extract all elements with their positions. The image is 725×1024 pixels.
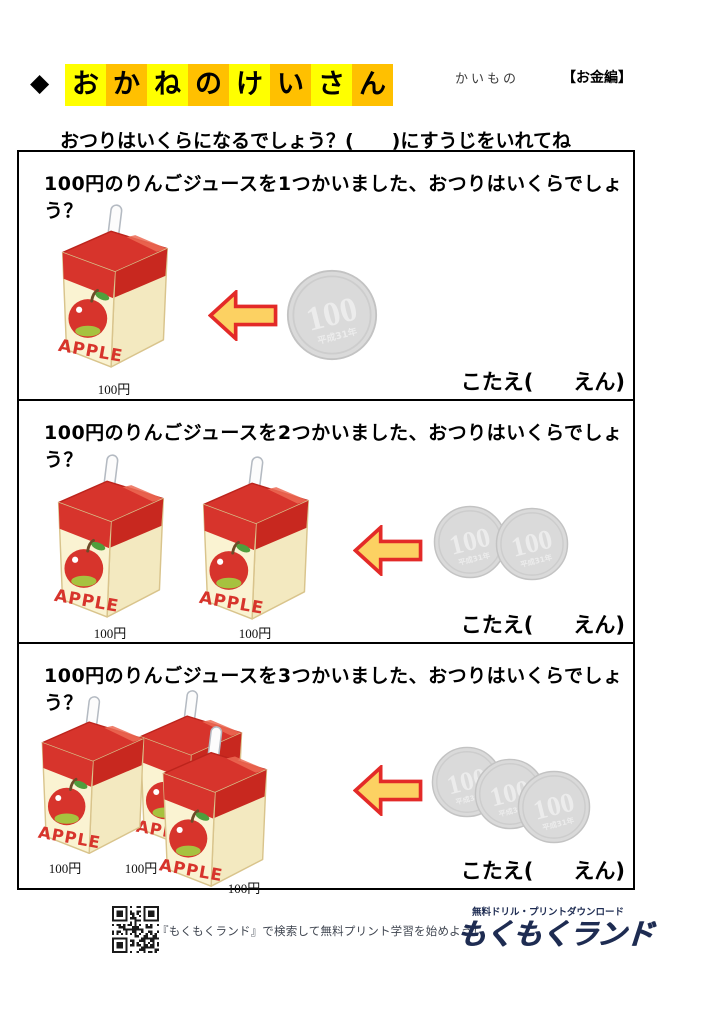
answer-prefix: こたえ(: [460, 613, 534, 637]
answer-suffix: えん): [573, 613, 625, 637]
coin-100-yen: [517, 770, 591, 844]
answer-prefix: こたえ(: [460, 859, 534, 883]
apple-juice-box: [196, 455, 310, 621]
left-arrow-icon: [208, 290, 278, 341]
coin-100-yen: [286, 269, 378, 361]
problem-section-1: 100円のりんごジュースを1つかいました、おつりはいくらでしょう？ 100円 こ…: [19, 152, 633, 399]
left-arrow-icon: [353, 525, 423, 576]
logo-subtext: 無料ドリル・プリントダウンロード: [472, 907, 625, 918]
title-char-block: ね: [147, 64, 188, 106]
price-label: 100円: [227, 881, 261, 896]
question-text: 100円のりんごジュースを2つかいました、おつりはいくらでしょう？: [44, 422, 623, 471]
title-char-block: け: [229, 64, 270, 106]
problem-section-2: 100円のりんごジュースを2つかいました、おつりはいくらでしょう？ 100円 1…: [19, 399, 633, 642]
question-text: 100円のりんごジュースを1つかいました、おつりはいくらでしょう？: [44, 173, 623, 222]
diamond-bullet-icon: ◆: [30, 68, 50, 97]
question-text: 100円のりんごジュースを3つかいました、おつりはいくらでしょう？: [44, 665, 623, 714]
title-char-block: か: [106, 64, 147, 106]
instruction-text: おつりはいくらになるでしょう？( )にすうじをいれてね: [60, 130, 571, 152]
edition-label: 【お金編】: [562, 70, 632, 86]
apple-juice-box: [156, 724, 268, 888]
worksheet-title: お か ね の け い さ ん: [65, 64, 393, 106]
price-label: 100円: [238, 626, 272, 641]
coin-100-yen: [495, 507, 569, 581]
answer-suffix: えん): [573, 370, 625, 394]
left-arrow-icon: [353, 765, 423, 816]
title-char-block: ん: [352, 64, 393, 106]
apple-juice-box: [35, 694, 145, 855]
price-label: 100円: [93, 626, 127, 641]
category-label: かいもの: [455, 71, 520, 86]
qr-code: [112, 906, 159, 953]
title-char-block: お: [65, 64, 106, 106]
answer-line: こたえ( えん): [461, 609, 625, 639]
title-char-block: さ: [311, 64, 352, 106]
answer-line: こたえ( えん): [461, 366, 625, 396]
answer-suffix: えん): [573, 859, 625, 883]
answer-line: こたえ( えん): [461, 855, 625, 885]
answer-prefix: こたえ(: [460, 370, 534, 394]
problem-section-3: 100円のりんごジュースを3つかいました、おつりはいくらでしょう？ 100円 1…: [19, 642, 633, 896]
title-char-block: の: [188, 64, 229, 106]
title-char-block: い: [270, 64, 311, 106]
footer-tagline: 『もくもくランド』で検索して無料プリント学習を始めよう！: [157, 924, 485, 938]
price-label: 100円: [97, 382, 131, 397]
price-label: 100円: [124, 861, 158, 876]
site-logo: もくもくランド: [455, 917, 655, 951]
price-label: 100円: [48, 861, 82, 876]
problems-box: 100円のりんごジュースを1つかいました、おつりはいくらでしょう？ 100円 こ…: [17, 150, 635, 896]
apple-juice-box: [51, 453, 165, 619]
apple-juice-box: [55, 203, 169, 369]
